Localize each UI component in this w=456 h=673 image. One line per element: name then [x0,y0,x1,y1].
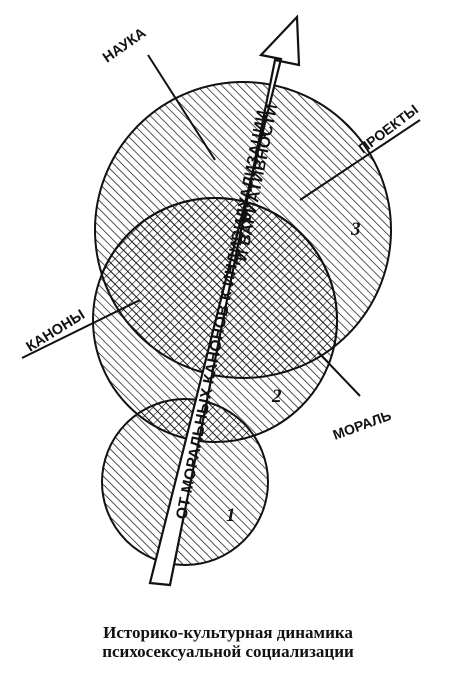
number-1: 1 [226,505,236,526]
canons-line [21,299,141,359]
label-science: НАУКА [100,25,150,66]
number-2: 2 [271,386,282,407]
projects-line [299,119,421,201]
caption-line-2: психосексуальной социализации [102,642,354,661]
label-morality: МОРАЛЬ [331,407,394,443]
main-arrow [148,14,301,587]
label-projects: ПРОЕКТЫ [355,101,421,156]
morality-line [317,351,361,397]
number-3: 3 [350,219,361,240]
caption-line-1: Историко-культурная динамика [103,623,353,642]
science-line [147,54,216,161]
